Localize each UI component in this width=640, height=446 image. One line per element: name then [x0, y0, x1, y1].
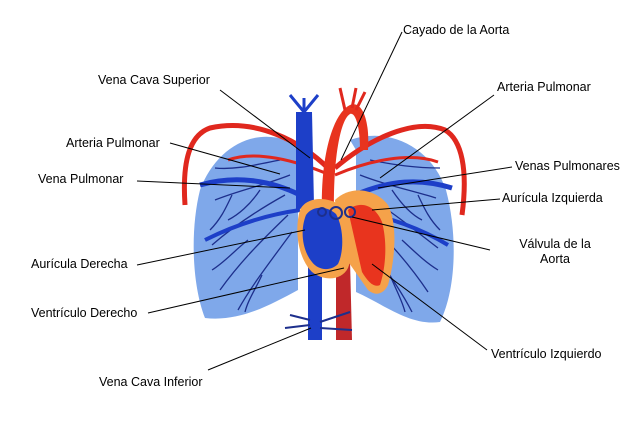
- label-valvula-aorta: Válvula de la Aorta: [514, 237, 596, 267]
- label-vena-pulmonar: Vena Pulmonar: [38, 172, 124, 186]
- label-auricula-izquierda: Aurícula Izquierda: [502, 191, 603, 205]
- inferior-vena-cava: [308, 255, 322, 340]
- leader-vena-cava-inferior: [207, 327, 312, 371]
- leader-vena-cava-superior: [219, 89, 311, 159]
- leader-auricula-izquierda: [371, 198, 501, 211]
- label-auricula-derecha: Aurícula Derecha: [31, 257, 128, 271]
- label-valvula-aorta-line1: Válvula de la: [519, 237, 591, 251]
- label-venas-pulmonares: Venas Pulmonares: [515, 159, 620, 173]
- leader-valvula-aorta: [351, 216, 491, 251]
- aortic-arch: [321, 104, 369, 215]
- pulmonary-vein-left: [199, 177, 302, 198]
- label-ventriculo-izquierdo: Ventrículo Izquierdo: [491, 347, 602, 361]
- leader-auricula-derecha: [136, 229, 306, 266]
- label-arteria-pulmonar-left: Arteria Pulmonar: [66, 136, 160, 150]
- leader-vena-pulmonar: [136, 180, 291, 189]
- label-ventriculo-derecho: Ventrículo Derecho: [31, 306, 138, 320]
- leader-arteria-pulmonar-right: [379, 94, 495, 179]
- leader-ventriculo-izquierdo: [371, 263, 488, 351]
- leader-cayado-aorta: [340, 31, 403, 161]
- label-arteria-pulmonar-right: Arteria Pulmonar: [497, 80, 591, 94]
- descending-aorta: [336, 260, 352, 340]
- label-cayado-aorta: Cayado de la Aorta: [403, 23, 510, 37]
- superior-vena-cava: [296, 112, 314, 210]
- pulmonary-vein-right: [354, 179, 453, 198]
- label-valvula-aorta-line2: Aorta: [540, 252, 570, 266]
- aortic-valve: [329, 206, 343, 220]
- leader-arteria-pulmonar-left: [169, 142, 281, 175]
- label-vena-cava-superior: Vena Cava Superior: [98, 73, 210, 87]
- leader-venas-pulmonares: [377, 166, 513, 189]
- leader-ventriculo-derecho: [147, 267, 345, 314]
- label-vena-cava-inferior: Vena Cava Inferior: [99, 375, 203, 389]
- leader-lines: [136, 31, 513, 371]
